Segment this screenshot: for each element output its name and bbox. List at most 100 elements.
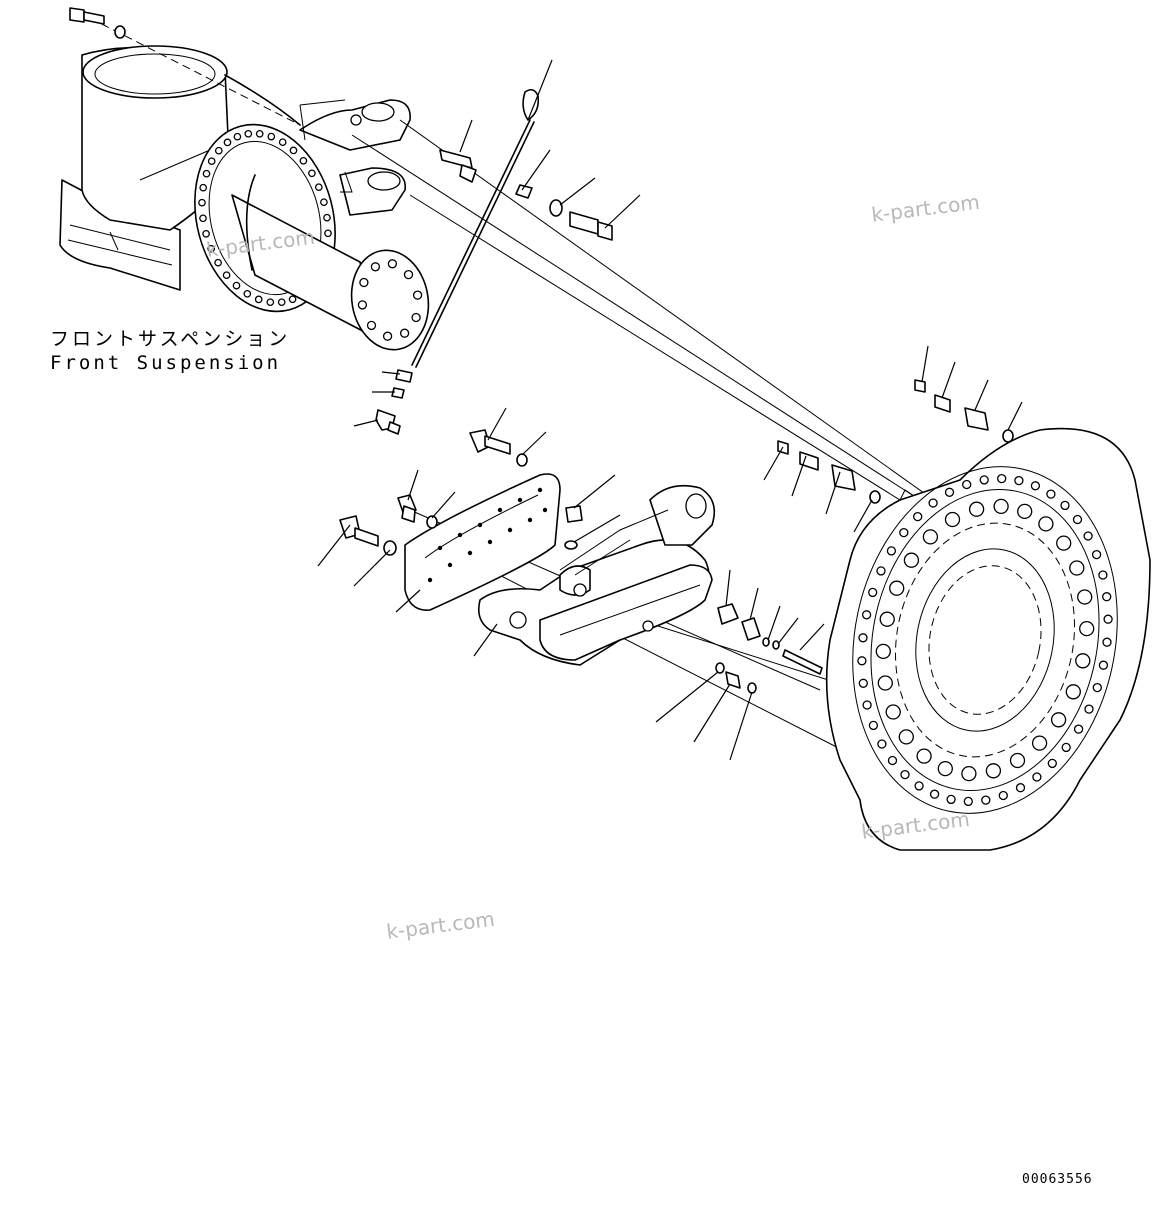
disc-bolt-hole — [1102, 637, 1112, 647]
plate-bolt-hole — [542, 507, 548, 513]
disc-vent-hole — [937, 760, 953, 777]
flange-bolt-hole — [277, 298, 286, 307]
disc-vent-hole — [1065, 684, 1081, 700]
disc-vent-hole — [961, 765, 977, 782]
disc-vent-hole — [968, 501, 985, 517]
disc-vent-hole — [879, 611, 895, 627]
disc-bolt-hole — [1015, 783, 1026, 793]
hub-bolt-hole — [357, 300, 368, 310]
disc-bolt-hole — [899, 527, 909, 538]
disc-bolt-hole — [944, 487, 955, 497]
disc-bolt-hole — [857, 656, 867, 666]
disc-vent-hole — [1050, 712, 1067, 728]
plate-bolt-hole — [437, 545, 443, 551]
disc-vent-hole — [1069, 560, 1085, 576]
flange-bolt-hole — [202, 229, 210, 238]
disc-bolt-hole — [962, 479, 972, 490]
plate-bolt-hole — [537, 487, 543, 493]
hub-bolt-hole — [412, 290, 423, 300]
cover-plate-group — [339, 429, 583, 611]
plate-bolt-hole — [497, 507, 503, 513]
plate-bolt-hole — [467, 550, 473, 556]
flange-bolt-hole — [320, 198, 328, 207]
caption-japanese: フロントサスペンション — [50, 328, 291, 350]
flange-bolt-hole — [207, 157, 216, 166]
disc-bolt-hole — [1091, 549, 1102, 560]
disc-bolt-hole — [1060, 500, 1070, 511]
front-suspension-housing — [59, 45, 430, 351]
plate-bolt-hole — [487, 539, 493, 545]
disc-bolt-hole — [1061, 742, 1071, 753]
disc-bolt-hole — [1047, 758, 1057, 769]
plate-bolt-hole — [507, 527, 513, 533]
hub-bolt-hole — [366, 320, 377, 331]
suspension-arm — [477, 484, 716, 666]
disc-vent-hole — [903, 552, 920, 568]
plate-bolt-hole — [427, 577, 433, 583]
disc-vent-hole — [885, 704, 901, 720]
disc-vent-hole — [898, 729, 914, 745]
disc-bolt-hole — [868, 720, 879, 731]
plate-bolt-hole — [527, 517, 533, 523]
hub-bolt-hole — [359, 277, 369, 288]
disc-bolt-hole — [1084, 704, 1094, 714]
hub-bolt-hole — [411, 312, 421, 323]
flange-bolt-hole — [323, 213, 331, 222]
disc-bolt-hole — [1046, 489, 1056, 499]
disc-bolt-hole — [1073, 724, 1084, 734]
disc-vent-hole — [877, 675, 893, 691]
disc-bolt-hole — [979, 475, 989, 485]
flange-bolt-hole — [198, 198, 206, 207]
flange-bolt-hole — [308, 169, 316, 178]
disc-vent-hole — [1038, 516, 1054, 532]
disc-bolt-hole — [1098, 570, 1108, 580]
disc-vent-hole — [1031, 735, 1048, 751]
disc-vent-hole — [985, 763, 1002, 779]
disc-bolt-hole — [861, 610, 872, 620]
disc-bolt-hole — [997, 473, 1007, 484]
hub-bolt-hole — [382, 331, 393, 341]
disc-bolt-hole — [1032, 772, 1042, 782]
disc-bolt-hole — [981, 795, 991, 805]
disc-bolt-hole — [946, 794, 956, 805]
flange-bolt-hole — [267, 132, 276, 141]
disc-bolt-hole — [876, 566, 886, 576]
flange-bolt-hole — [299, 156, 308, 165]
hub-bolt-hole — [403, 269, 414, 280]
disc-bolt-hole — [886, 546, 897, 556]
disc-vent-hole — [1079, 620, 1095, 637]
flange-bolt-hole — [232, 281, 241, 290]
disc-bolt-hole — [877, 739, 887, 749]
disc-vent-hole — [1056, 535, 1072, 551]
leader-lines — [317, 59, 1023, 761]
flange-bolt-hole — [288, 295, 297, 304]
disc-bolt-hole — [1103, 614, 1113, 624]
disc-bolt-hole — [963, 796, 973, 807]
disc-bolt-hole — [1072, 514, 1083, 525]
disc-vent-hole — [922, 529, 939, 545]
disc-bolt-hole — [1092, 682, 1102, 693]
plate-bolt-hole — [447, 562, 453, 568]
flange-bolt-hole — [202, 169, 211, 178]
flange-bolt-hole — [244, 129, 253, 138]
flange-bolt-hole — [207, 244, 216, 253]
disc-vent-hole — [1009, 752, 1026, 769]
disc-vent-hole — [889, 580, 905, 596]
document-number: 00063556 — [1022, 1172, 1093, 1187]
hub-bolt-hole — [370, 262, 381, 272]
flange-bolt-hole — [289, 146, 298, 155]
hub-bolt-hole — [387, 259, 398, 269]
plate-bolt-hole — [457, 532, 463, 538]
disc-vent-hole — [1017, 503, 1033, 520]
flange-bolt-hole — [199, 183, 208, 192]
disc-bolt-hole — [1083, 531, 1093, 541]
disc-vent-hole — [875, 643, 891, 660]
disc-bolt-hole — [900, 769, 910, 780]
hub-bolt-hole — [399, 328, 410, 338]
disc-bolt-hole — [887, 755, 898, 766]
flange-bolt-hole — [255, 129, 264, 138]
lower-fittings — [715, 603, 823, 694]
flange-bolt-hole — [223, 138, 232, 147]
